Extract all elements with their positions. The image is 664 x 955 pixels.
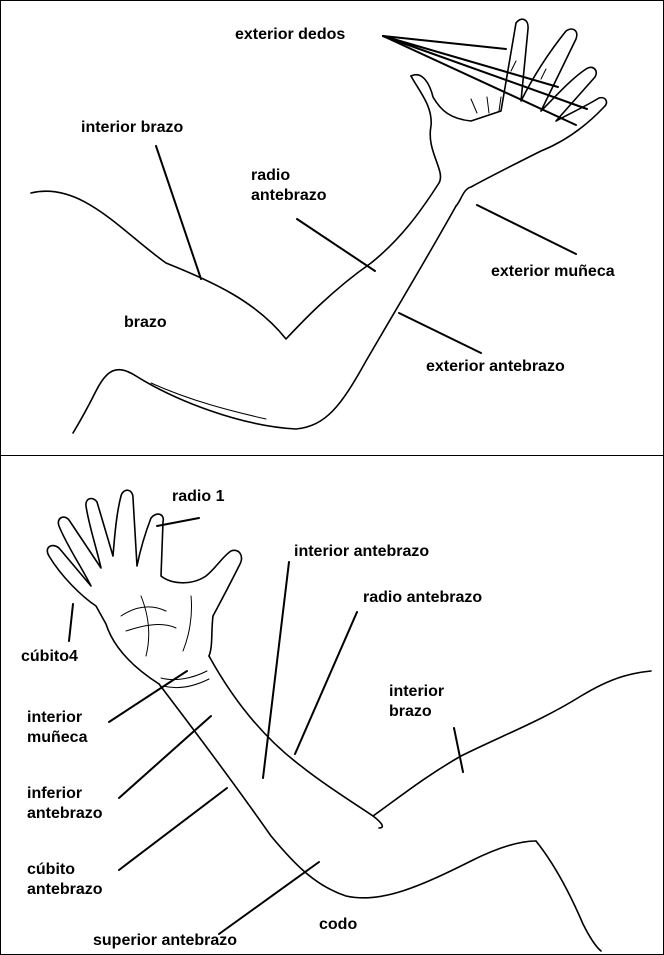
label-interior-brazo-bottom: interior brazo: [389, 682, 444, 722]
label-brazo: brazo: [124, 313, 167, 333]
palm-creases: [121, 596, 192, 656]
leader-inferior-antebrazo: [119, 716, 211, 798]
upper-arm-bottom: [536, 841, 601, 951]
leader-cubito-antebrazo: [119, 788, 227, 870]
leader-exterior-antebrazo: [399, 313, 481, 353]
label-superior-antebrazo: superior antebrazo: [93, 931, 237, 951]
leader-dedos-2: [383, 36, 558, 87]
leader-interior-brazo: [156, 146, 201, 279]
leader-radio-antebrazo: [297, 219, 375, 271]
leader-radio-antebrazo: [295, 612, 357, 754]
leader-cubito4: [69, 604, 73, 641]
label-interior-muneca: interior muñeca: [27, 708, 87, 748]
label-cubito4: cúbito4: [21, 647, 78, 667]
label-exterior-dedos: exterior dedos: [235, 25, 345, 45]
label-interior-antebrazo: interior antebrazo: [294, 542, 429, 562]
label-radio-antebrazo-bottom: radio antebrazo: [363, 588, 482, 608]
arm-outer-drawing: [1, 1, 663, 455]
leader-dedos-4: [383, 36, 576, 125]
leader-interior-muneca: [109, 671, 187, 722]
leader-interior-brazo: [454, 728, 463, 772]
arm-top-contour: [31, 76, 441, 339]
leader-exterior-muneca: [477, 205, 576, 254]
label-inferior-antebrazo: inferior antebrazo: [27, 784, 103, 824]
arm-shade: [151, 383, 266, 419]
forearm-lower-contour: [159, 684, 536, 898]
label-codo: codo: [319, 915, 357, 935]
label-radio-1: radio 1: [172, 487, 224, 507]
leader-superior-antebrazo: [219, 862, 319, 934]
label-interior-brazo: interior brazo: [81, 118, 183, 138]
label-radio-antebrazo: radio antebrazo: [251, 166, 327, 206]
label-exterior-muneca: exterior muñeca: [491, 262, 615, 282]
forearm-upper-contour: [209, 656, 382, 828]
top-panel: exterior dedos interior brazo radio ante…: [0, 0, 664, 456]
label-cubito-antebrazo: cúbito antebrazo: [27, 860, 103, 900]
bottom-panel: radio 1 interior antebrazo radio antebra…: [0, 455, 664, 955]
label-exterior-antebrazo: exterior antebrazo: [426, 357, 565, 377]
